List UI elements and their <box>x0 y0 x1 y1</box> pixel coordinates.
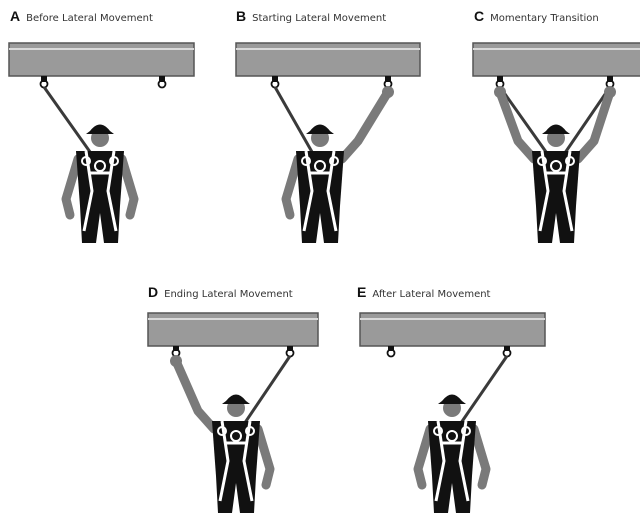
panel-letter: A <box>10 8 20 24</box>
gloved-hand <box>604 86 616 98</box>
d-ring <box>230 430 242 442</box>
overhead-beam <box>359 312 546 347</box>
anchor-bracket <box>173 346 179 351</box>
gloved-hand <box>494 86 506 98</box>
overhead-beam <box>472 42 640 77</box>
worker-legs <box>216 476 256 513</box>
shoulder-ring <box>537 156 547 166</box>
shoulder-ring <box>461 426 471 436</box>
panel-caption-text: Before Lateral Movement <box>26 13 153 24</box>
panel-caption: D Ending Lateral Movement <box>148 284 293 300</box>
left-arm <box>413 424 435 490</box>
anchor-ring <box>157 79 167 89</box>
panel-caption-text: Momentary Transition <box>490 13 599 24</box>
shoulder-ring <box>245 426 255 436</box>
panel-letter: B <box>236 8 246 24</box>
worker-legs <box>80 206 120 243</box>
shoulder-ring <box>217 426 227 436</box>
left-arm <box>61 154 83 220</box>
hard-hat-icon <box>438 394 466 404</box>
d-ring <box>550 160 562 172</box>
overhead-beam <box>8 42 195 77</box>
panel-e: E After Lateral Movement <box>357 284 546 513</box>
hard-hat-icon <box>306 124 334 134</box>
anchor-bracket <box>159 76 165 82</box>
shoulder-ring <box>301 156 311 166</box>
panel-caption-text: Starting Lateral Movement <box>252 13 386 24</box>
overhead-beam <box>235 42 421 77</box>
d-ring <box>446 430 458 442</box>
d-ring <box>94 160 106 172</box>
panel-b: B Starting Lateral Movement <box>235 8 421 243</box>
worker-legs <box>432 476 472 513</box>
left-arm-raised <box>171 356 219 434</box>
panel-a: A Before Lateral Movement <box>8 8 195 243</box>
anchor-bracket <box>388 346 394 351</box>
anchor-bracket <box>607 76 613 82</box>
right-arm <box>469 424 491 490</box>
panel-letter: E <box>357 284 366 300</box>
worker-legs <box>536 206 576 243</box>
left-arm-raised <box>495 87 539 164</box>
panel-caption: C Momentary Transition <box>474 8 599 24</box>
anchor-bracket <box>504 346 510 351</box>
panel-letter: C <box>474 8 484 24</box>
panel-caption: E After Lateral Movement <box>357 284 491 300</box>
anchor-bracket <box>497 76 503 82</box>
panel-caption-text: After Lateral Movement <box>372 289 490 300</box>
gloved-hand <box>170 355 182 367</box>
hard-hat-icon <box>86 124 114 134</box>
gloved-hand <box>382 86 394 98</box>
worker-legs <box>300 206 340 243</box>
panel-letter: D <box>148 284 158 300</box>
left-arm <box>281 154 303 220</box>
panel-caption-text: Ending Lateral Movement <box>164 289 293 300</box>
anchor-bracket <box>287 346 293 351</box>
shoulder-ring <box>109 156 119 166</box>
hard-hat-icon <box>542 124 570 134</box>
right-arm <box>253 424 275 490</box>
right-arm-raised <box>573 87 615 164</box>
panel-d: D Ending Lateral Movement <box>147 284 319 513</box>
right-arm <box>117 154 139 220</box>
overhead-beam <box>147 312 319 347</box>
shoulder-ring <box>433 426 443 436</box>
panel-c: C Momentary Transition <box>472 8 640 243</box>
d-ring <box>314 160 326 172</box>
panel-caption: A Before Lateral Movement <box>10 8 153 24</box>
right-arm-raised <box>337 87 393 164</box>
anchor-bracket <box>385 76 391 82</box>
shoulder-ring <box>329 156 339 166</box>
anchor-bracket <box>272 76 278 82</box>
shoulder-ring <box>81 156 91 166</box>
anchor-ring <box>386 348 396 358</box>
anchor-bracket <box>41 76 47 82</box>
hard-hat-icon <box>222 394 250 404</box>
panel-caption: B Starting Lateral Movement <box>236 8 386 24</box>
shoulder-ring <box>565 156 575 166</box>
